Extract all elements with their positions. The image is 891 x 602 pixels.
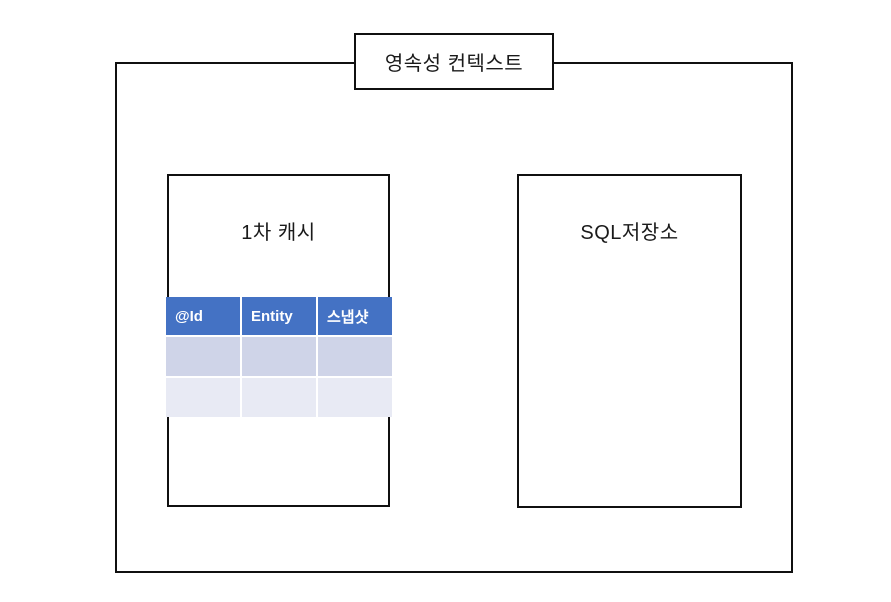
table-cell (242, 337, 316, 376)
table-cell (242, 378, 316, 417)
first-level-cache-label: 1차 캐시 (241, 222, 316, 244)
persistence-context-title: 영속성 컨텍스트 (384, 53, 524, 75)
sql-store-label: SQL저장소 (580, 222, 679, 244)
table-cell (318, 337, 392, 376)
table-cell (166, 337, 240, 376)
persistence-context-title-box: 영속성 컨텍스트 (354, 33, 554, 90)
sql-store-box: SQL저장소 (517, 174, 742, 508)
table-header-cell-id: @Id (166, 297, 240, 335)
first-level-cache-table: @Id Entity 스냅샷 (166, 297, 392, 417)
table-cell (166, 378, 240, 417)
table-cell (318, 378, 392, 417)
table-header-cell-entity: Entity (242, 297, 316, 335)
table-header-cell-snapshot: 스냅샷 (318, 297, 392, 335)
